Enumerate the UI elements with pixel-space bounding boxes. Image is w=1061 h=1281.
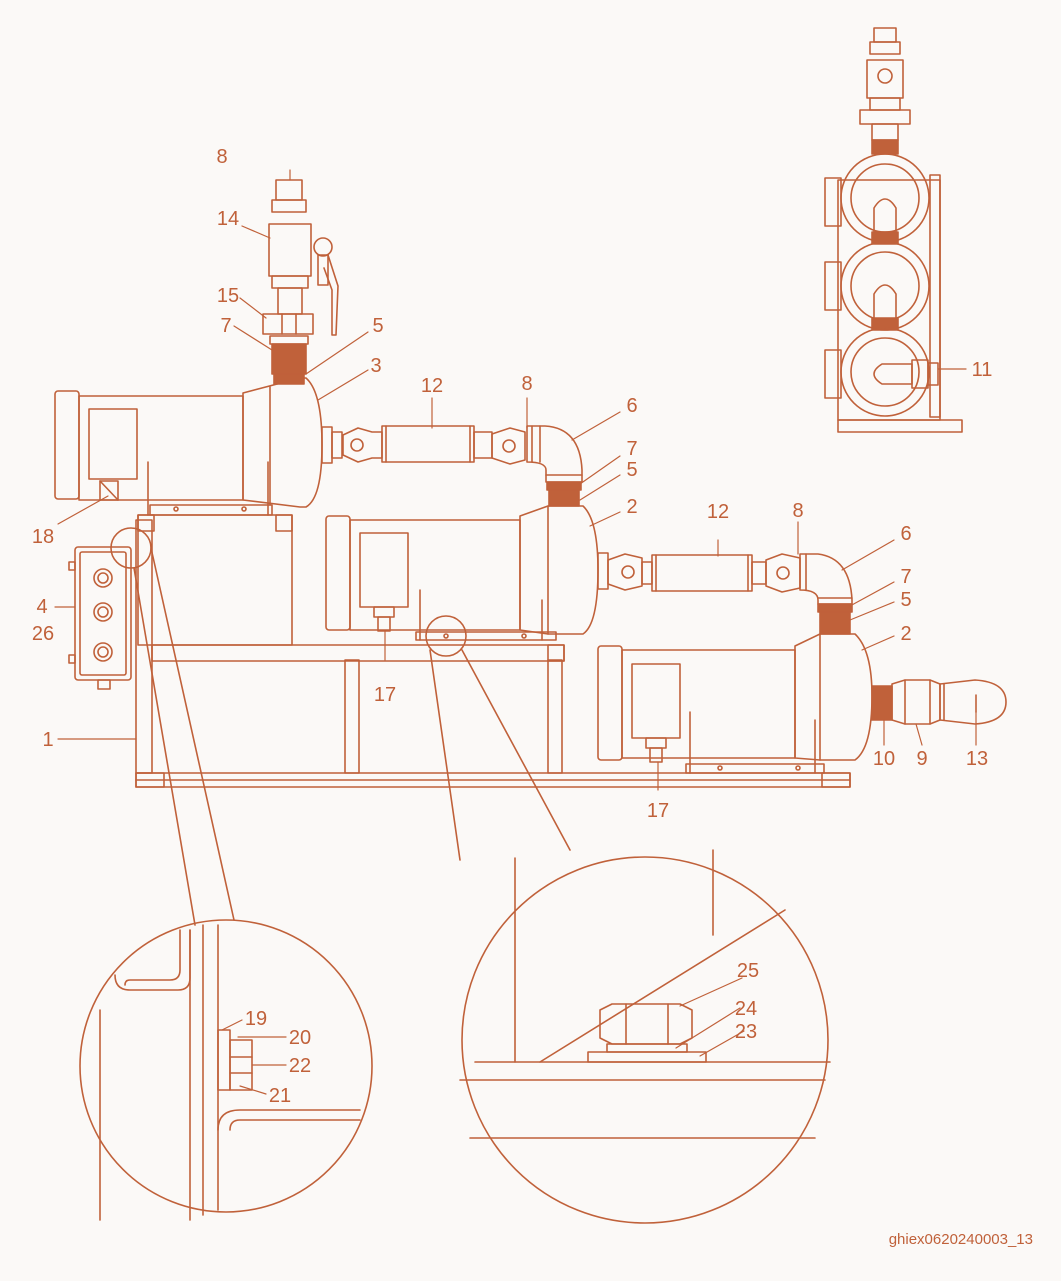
elbow-6-lower xyxy=(799,553,853,605)
callout-12-upper: 12 xyxy=(421,375,443,397)
callout-3: 3 xyxy=(370,355,381,377)
callout-5-lower: 5 xyxy=(900,589,911,611)
callout-24: 24 xyxy=(735,998,757,1020)
nipple-7a xyxy=(271,343,307,375)
detail-left xyxy=(79,527,373,1221)
nipple-7b xyxy=(546,481,582,491)
callout-2-lower: 2 xyxy=(900,623,911,645)
callout-17-middle: 17 xyxy=(374,684,396,706)
callout-8-upper: 8 xyxy=(521,373,532,395)
hose-12-upper xyxy=(342,425,526,465)
callout-15: 15 xyxy=(217,285,239,307)
elbow-6-upper xyxy=(526,425,583,483)
nipple-5a xyxy=(273,373,305,385)
callout-17-lower: 17 xyxy=(647,800,669,822)
document-id: ghiex0620240003_13 xyxy=(888,1231,1033,1248)
callout-7-top: 7 xyxy=(220,315,231,337)
callout-26: 26 xyxy=(32,623,54,645)
callout-5-upper: 5 xyxy=(626,459,637,481)
callout-19: 19 xyxy=(245,1008,267,1030)
callout-2-middle: 2 xyxy=(626,496,637,518)
callout-9: 9 xyxy=(916,748,927,770)
callout-8-top: 8 xyxy=(216,146,227,168)
callout-12-lower: 12 xyxy=(707,501,729,523)
callout-4: 4 xyxy=(36,596,47,618)
callout-21: 21 xyxy=(269,1085,291,1107)
callout-18: 18 xyxy=(32,526,54,548)
pump-2-middle xyxy=(325,505,609,641)
nipple-10 xyxy=(871,685,893,721)
pump-2-lower xyxy=(597,633,873,774)
callout-1: 1 xyxy=(42,729,53,751)
callout-11: 11 xyxy=(972,359,993,381)
leader-lines xyxy=(54,169,977,1095)
callout-25: 25 xyxy=(737,960,759,982)
control-box xyxy=(68,546,132,690)
side-view xyxy=(824,27,963,433)
callout-13: 13 xyxy=(966,748,988,770)
callout-7-upper: 7 xyxy=(626,438,637,460)
callout-23: 23 xyxy=(735,1021,757,1043)
coupling-9 xyxy=(891,679,941,725)
valve-assembly xyxy=(262,179,339,345)
detail-right xyxy=(425,615,831,1224)
callout-8-lower: 8 xyxy=(792,500,803,522)
nipple-7c xyxy=(817,603,853,613)
callout-7-lower: 7 xyxy=(900,566,911,588)
nipple-5c xyxy=(819,611,851,635)
callout-5-top: 5 xyxy=(372,315,383,337)
callout-10: 10 xyxy=(873,748,895,770)
callout-20: 20 xyxy=(289,1027,311,1049)
callout-22: 22 xyxy=(289,1055,311,1077)
callout-6-upper: 6 xyxy=(626,395,637,417)
callout-6-lower: 6 xyxy=(900,523,911,545)
callout-14: 14 xyxy=(217,208,239,230)
cap-13 xyxy=(939,679,1007,725)
pump-3 xyxy=(54,377,343,516)
hose-12-lower xyxy=(607,553,801,593)
nipple-5b xyxy=(548,489,580,507)
